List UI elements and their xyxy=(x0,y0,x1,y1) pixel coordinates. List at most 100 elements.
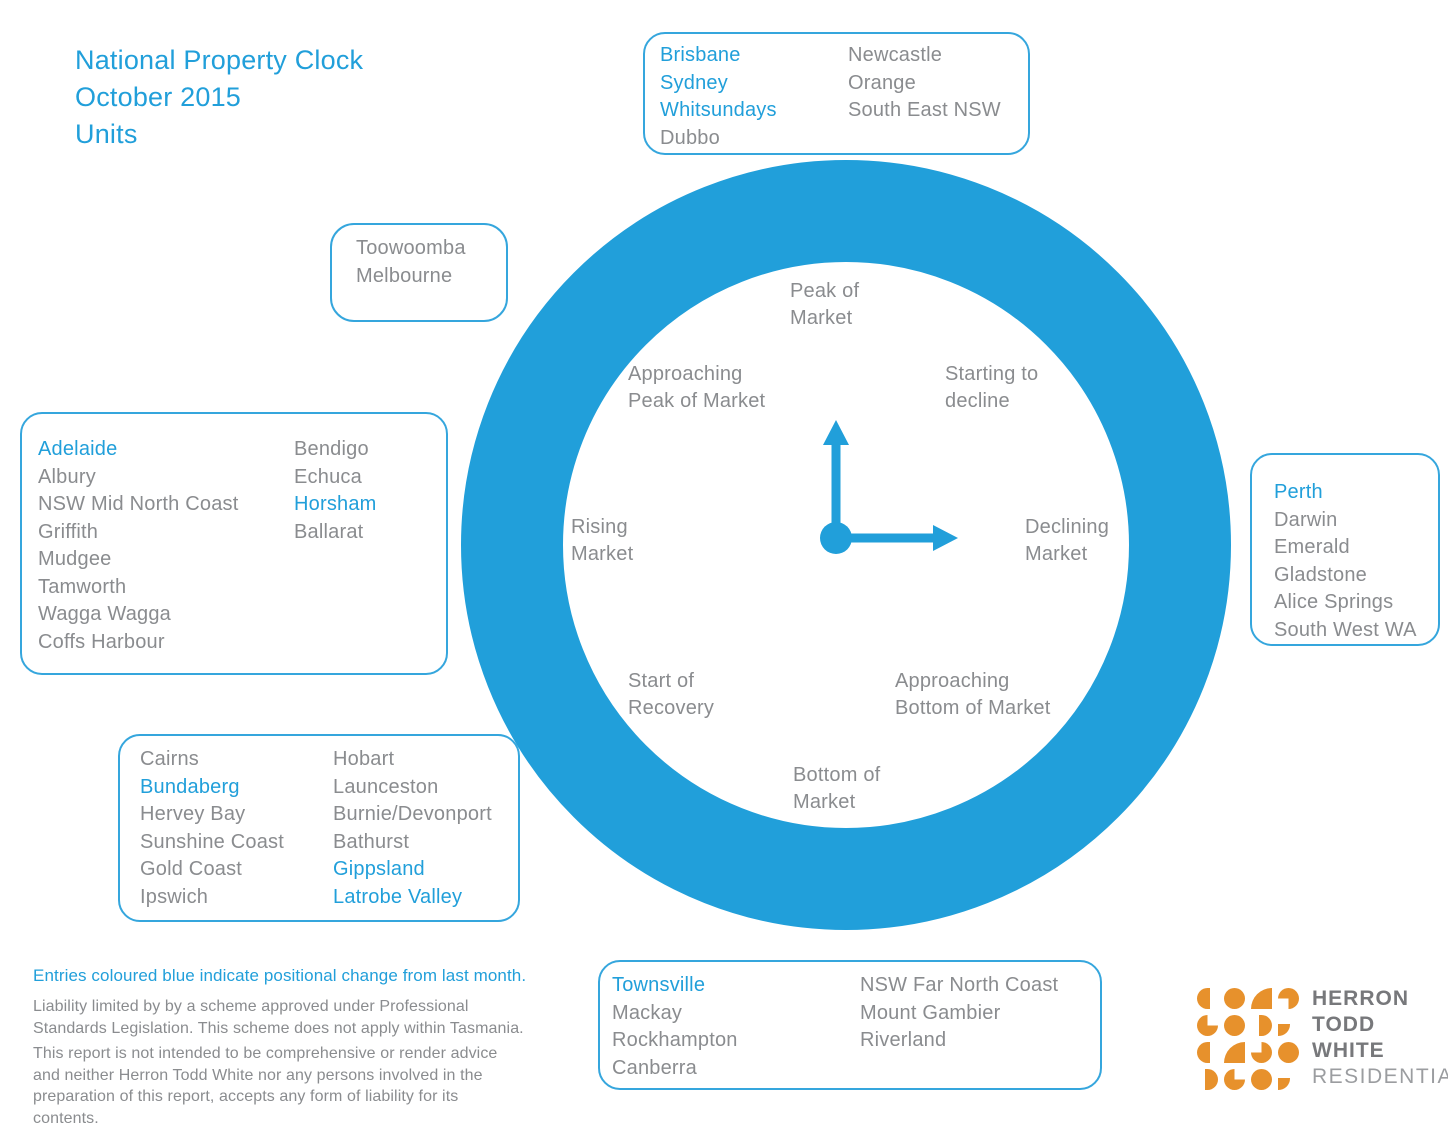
paragraph-line: Liability limited by by a scheme approve… xyxy=(33,998,469,1015)
logo-grid-cell xyxy=(1197,1042,1218,1063)
city-label: Orange xyxy=(848,71,916,94)
logo-grid-cell xyxy=(1278,1015,1299,1036)
city-label: NSW Mid North Coast xyxy=(38,493,239,515)
logo-grid-cell xyxy=(1224,1042,1245,1063)
city-label: Hervey Bay xyxy=(140,803,246,825)
logo-shape-icon xyxy=(1224,1042,1245,1063)
city-label: Ipswich xyxy=(140,885,209,908)
logo-shape-icon xyxy=(1224,1015,1245,1036)
logo-word-herron: HERRON xyxy=(1312,987,1410,1010)
paragraph-line: contents. xyxy=(33,1109,99,1127)
clock-stage-starting-to-decline: Starting to decline xyxy=(945,361,1038,415)
city-label: Mount Gambier xyxy=(860,1001,1001,1024)
logo-shape-icon xyxy=(1224,1069,1245,1090)
stage-line: Market xyxy=(793,791,856,813)
stage-line: Bottom of xyxy=(793,764,881,786)
city-label: Sunshine Coast xyxy=(140,830,285,853)
logo-shape-icon xyxy=(1224,988,1245,1009)
city-label: South East NSW xyxy=(848,99,1001,121)
logo-shape-icon xyxy=(1251,988,1272,1009)
logo-word-todd: TODD xyxy=(1312,1013,1376,1036)
clock-hands xyxy=(820,420,958,554)
clock-stage-approaching-bottom: Approaching Bottom of Market xyxy=(895,668,1050,722)
logo-shape-icon xyxy=(1278,1078,1290,1090)
clock-stage-peak-of-market: Peak of Market xyxy=(790,278,859,332)
stage-line: Start of xyxy=(628,670,695,692)
stage-line: Market xyxy=(790,307,853,329)
stage-line: Declining xyxy=(1025,516,1110,538)
stage-line: Bottom of Market xyxy=(895,697,1051,719)
clock-hand-hour-arrowhead xyxy=(823,420,849,445)
city-label: Launceston xyxy=(333,775,439,798)
logo-shape-icon xyxy=(1278,1042,1299,1063)
clock-stage-approaching-peak: Approaching Peak of Market xyxy=(628,361,765,415)
city-label: Adelaide xyxy=(38,438,118,460)
city-label: Gippsland xyxy=(333,858,425,880)
logo-shape-icon xyxy=(1197,1042,1210,1063)
city-label: Hobart xyxy=(333,748,395,770)
logo-grid-cell xyxy=(1197,988,1218,1009)
city-label: Townsville xyxy=(612,974,706,996)
disclaimer-paragraph: This report is not intended to be compre… xyxy=(33,1043,497,1129)
stage-line: Peak of xyxy=(790,280,860,302)
logo-shape-icon xyxy=(1278,1024,1290,1036)
city-label: Horsham xyxy=(294,493,377,515)
city-label: Bendigo xyxy=(294,438,369,460)
page-title: National Property Clock October 2015 Uni… xyxy=(75,42,363,153)
clock-stage-start-of-recovery: Start of Recovery xyxy=(628,668,714,722)
logo-grid-cell xyxy=(1197,1069,1218,1090)
liability-paragraph: Liability limited by by a scheme approve… xyxy=(33,996,524,1039)
city-label: Bathurst xyxy=(333,830,410,853)
logo-grid-cell xyxy=(1251,1042,1272,1063)
city-label: Coffs Harbour xyxy=(38,630,165,653)
blue-entries-notice: Entries coloured blue indicate positiona… xyxy=(33,966,527,985)
logo-word-residential: RESIDENTIAL xyxy=(1312,1065,1448,1088)
logo-grid-cell xyxy=(1278,988,1299,1009)
stage-line: Starting to xyxy=(945,363,1039,385)
city-label: South West WA xyxy=(1274,618,1417,641)
city-label: Mackay xyxy=(612,1001,683,1024)
logo-shape-icon xyxy=(1205,1069,1218,1090)
stage-line: Recovery xyxy=(628,697,715,719)
city-label: Toowoomba xyxy=(356,237,466,259)
logo-shape-icon xyxy=(1259,1015,1272,1036)
logo-grid-cell xyxy=(1224,988,1245,1009)
stage-line: Market xyxy=(571,543,634,565)
city-label: Alice Springs xyxy=(1274,591,1394,613)
city-label: Canberra xyxy=(612,1056,697,1079)
city-label: Cairns xyxy=(140,748,199,770)
city-label: Perth xyxy=(1274,481,1323,503)
logo-shape-icon xyxy=(1278,988,1299,1009)
city-label: Sydney xyxy=(660,71,728,94)
stage-line: Rising xyxy=(571,516,628,538)
logo-shape-icon xyxy=(1251,1069,1272,1090)
logo-shape-icon xyxy=(1197,1015,1218,1036)
logo-grid-cell xyxy=(1278,1042,1299,1063)
city-label: Melbourne xyxy=(356,264,453,287)
paragraph-line: Standards Legislation. This scheme does … xyxy=(33,1019,524,1037)
logo-shape-icon xyxy=(1197,988,1210,1009)
herron-todd-white-logo-icon xyxy=(1197,988,1301,1090)
stage-line: Peak of Market xyxy=(628,390,766,412)
city-label: Bundaberg xyxy=(140,775,240,798)
logo-grid-cell xyxy=(1197,1015,1218,1036)
city-label: Latrobe Valley xyxy=(333,885,463,908)
city-label: Albury xyxy=(38,465,96,488)
city-label: Rockhampton xyxy=(612,1029,738,1051)
city-label: Burnie/Devonport xyxy=(333,803,492,825)
city-label: NSW Far North Coast xyxy=(860,974,1059,996)
city-label: Brisbane xyxy=(660,44,741,66)
stage-line: decline xyxy=(945,390,1010,412)
